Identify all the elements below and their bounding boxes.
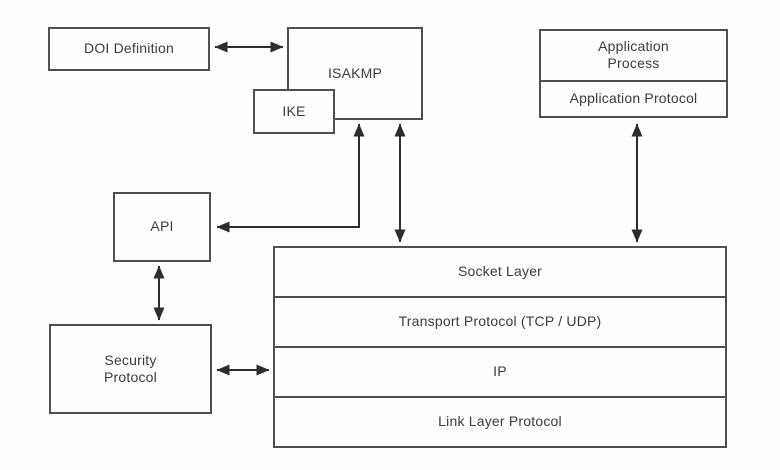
doi-definition-label: DOI Definition bbox=[84, 40, 174, 57]
box-application-process: Application Process bbox=[541, 31, 726, 80]
stack-layer-link: Link Layer Protocol bbox=[275, 396, 725, 446]
stack-layer-ip: IP bbox=[275, 346, 725, 396]
box-application: Application Process Application Protocol bbox=[539, 29, 728, 118]
box-protocol-stack: Socket Layer Transport Protocol (TCP / U… bbox=[273, 246, 727, 448]
application-process-label: Application Process bbox=[598, 37, 669, 72]
security-protocol-label: Security Protocol bbox=[104, 351, 157, 386]
box-ike: IKE bbox=[253, 89, 335, 134]
application-protocol-label: Application Protocol bbox=[569, 90, 698, 107]
box-application-protocol: Application Protocol bbox=[541, 79, 726, 116]
stack-layer-transport: Transport Protocol (TCP / UDP) bbox=[275, 296, 725, 346]
ip-label: IP bbox=[493, 363, 507, 380]
isakmp-label: ISAKMP bbox=[327, 64, 383, 81]
socket-layer-label: Socket Layer bbox=[457, 263, 543, 280]
ike-label: IKE bbox=[282, 102, 306, 119]
box-doi-definition: DOI Definition bbox=[48, 27, 210, 71]
box-security-protocol: Security Protocol bbox=[49, 324, 212, 414]
stack-layer-socket: Socket Layer bbox=[275, 248, 725, 296]
box-api: API bbox=[113, 192, 211, 262]
api-label: API bbox=[150, 218, 174, 235]
arrow-isakmp-api bbox=[216, 123, 365, 233]
transport-protocol-label: Transport Protocol (TCP / UDP) bbox=[398, 313, 602, 330]
link-layer-protocol-label: Link Layer Protocol bbox=[438, 413, 562, 430]
